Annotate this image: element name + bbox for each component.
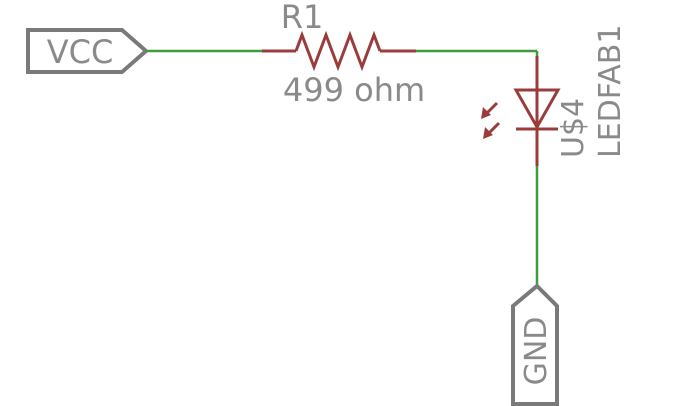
vcc-port[interactable]: VCC — [26, 28, 150, 74]
gnd-port[interactable]: GND — [511, 283, 559, 406]
vcc-label: VCC — [47, 33, 114, 71]
light-emission-arrows-icon — [481, 101, 501, 139]
led-ledfab1[interactable] — [481, 56, 561, 166]
resistor-value: 499 ohm — [283, 71, 425, 109]
gnd-label: GND — [519, 317, 554, 386]
resistor-name: R1 — [281, 0, 324, 36]
resistor-r1[interactable] — [262, 30, 416, 72]
led-value: U$4 — [556, 98, 591, 158]
led-name: LEDFAB1 — [593, 25, 628, 158]
